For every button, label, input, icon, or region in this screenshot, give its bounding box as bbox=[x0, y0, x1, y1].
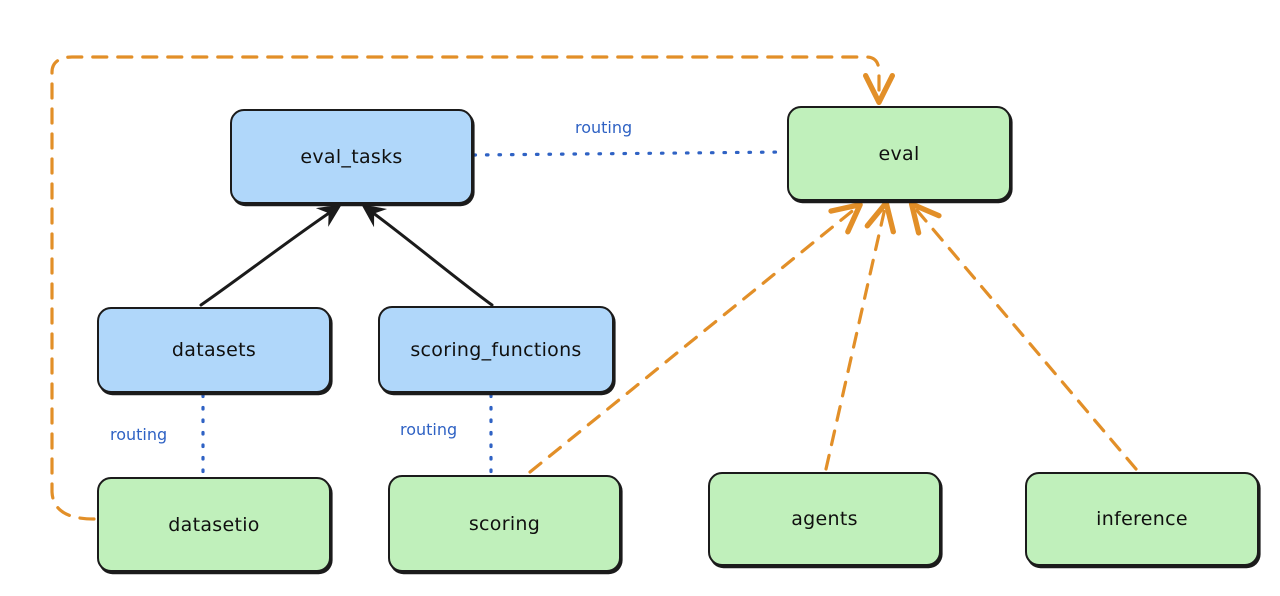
node-label: scoring_functions bbox=[410, 338, 582, 361]
edge-agents-to-eval bbox=[824, 200, 896, 471]
node-label: agents bbox=[791, 508, 858, 530]
node-scoring[interactable]: scoring bbox=[388, 475, 621, 572]
node-eval[interactable]: eval bbox=[787, 106, 1011, 201]
node-label: datasets bbox=[171, 339, 257, 361]
node-label: inference bbox=[1096, 508, 1188, 530]
node-datasetio[interactable]: datasetio bbox=[97, 477, 331, 572]
node-label: eval_tasks bbox=[300, 145, 403, 168]
edge-datasets-to-eval_tasks bbox=[199, 204, 342, 307]
edge-inference-to-eval bbox=[908, 201, 1138, 471]
node-label: datasetio bbox=[168, 513, 260, 536]
node-label: scoring bbox=[468, 512, 541, 535]
edge-label-routing-scoring-functions-scoring: routing bbox=[400, 420, 458, 439]
edge-scoring_functions-to-eval_tasks bbox=[361, 204, 494, 307]
node-agents[interactable]: agents bbox=[708, 472, 941, 566]
node-label: eval bbox=[878, 142, 920, 165]
node-datasets[interactable]: datasets bbox=[97, 307, 331, 393]
edge-label-routing-datasets-datasetio: routing bbox=[110, 425, 168, 444]
node-scoring-functions[interactable]: scoring_functions bbox=[378, 306, 614, 393]
edge-label-routing-eval-tasks-eval: routing bbox=[575, 118, 633, 137]
node-inference[interactable]: inference bbox=[1025, 472, 1259, 566]
edge-eval_tasks-to-eval bbox=[472, 150, 786, 157]
node-eval-tasks[interactable]: eval_tasks bbox=[230, 109, 473, 204]
